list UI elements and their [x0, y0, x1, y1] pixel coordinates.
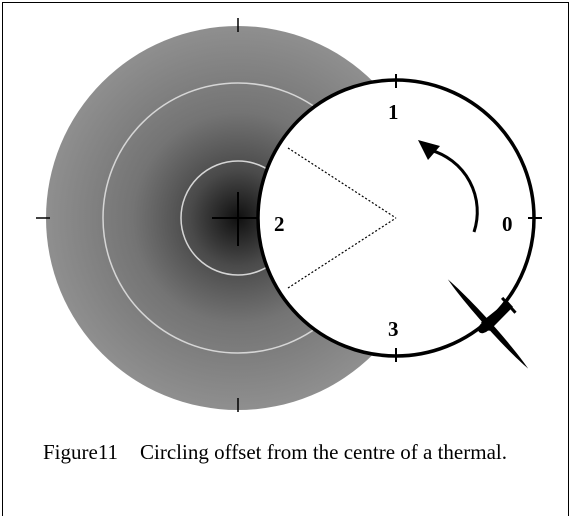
thermal-axis-ticks — [36, 18, 239, 412]
sector-lines — [287, 147, 397, 289]
label-point-3: 3 — [388, 317, 399, 341]
glider-icon — [447, 279, 529, 369]
figure-number: Figure11 — [43, 440, 119, 464]
figure-caption-text: Circling offset from the centre of a the… — [140, 440, 507, 464]
figure-caption: Figure11 Circling offset from the centre … — [43, 438, 543, 466]
curved-arrow-icon — [418, 140, 479, 233]
label-point-1: 1 — [388, 100, 399, 124]
circuit-ticks — [395, 74, 542, 362]
label-point-2: 2 — [274, 212, 285, 236]
label-point-0: 0 — [502, 212, 513, 236]
